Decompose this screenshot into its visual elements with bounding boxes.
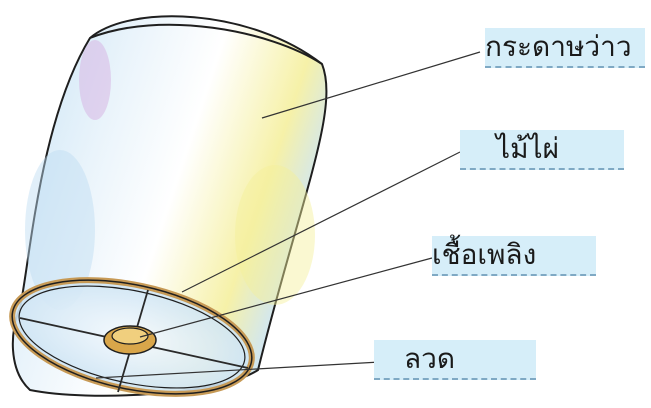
label-wire: ลวด [374,340,536,380]
label-fuel: เชื้อเพลิง [432,236,596,276]
label-paper-text: กระดาษว่าว [485,30,632,64]
label-paper: กระดาษว่าว [485,28,645,68]
label-fuel-text: เชื้อเพลิง [432,238,536,272]
label-wire-text: ลวด [404,342,455,376]
label-bamboo-text: ไม้ไผ่ [496,132,559,166]
label-bamboo: ไม้ไผ่ [460,130,624,170]
violet-wash [79,40,111,120]
yellow-wash [235,165,315,305]
